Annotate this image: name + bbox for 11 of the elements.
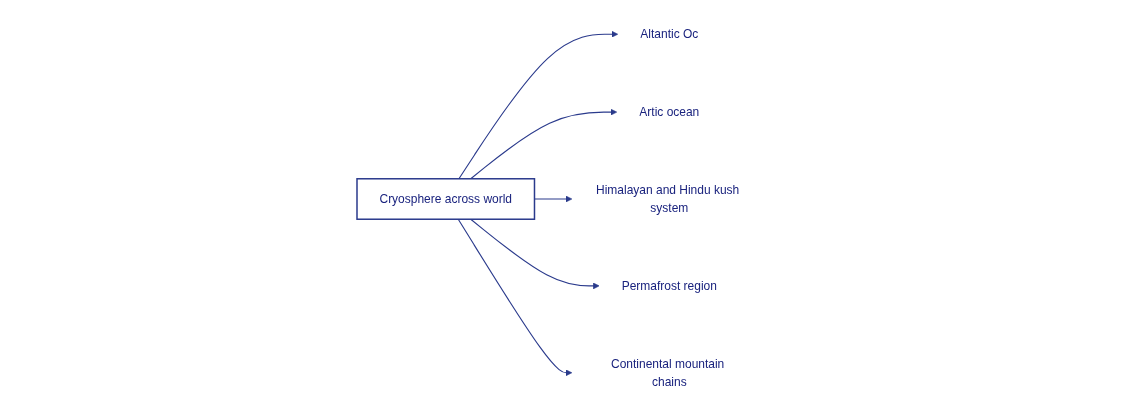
node-text: Himalayan and Hindu kush system [596, 183, 740, 214]
arrow [458, 30, 619, 180]
node-box: Cryosphere across world [356, 178, 536, 220]
node-text: Artic ocean [639, 105, 700, 119]
arrow [457, 218, 573, 377]
node-text: Continental mountain chains [611, 357, 725, 388]
arrow [470, 218, 600, 290]
node-text: Permafrost region [621, 279, 718, 292]
arrow [534, 195, 573, 203]
node-text: Altantic Oc [640, 27, 699, 41]
arrow [470, 108, 618, 180]
